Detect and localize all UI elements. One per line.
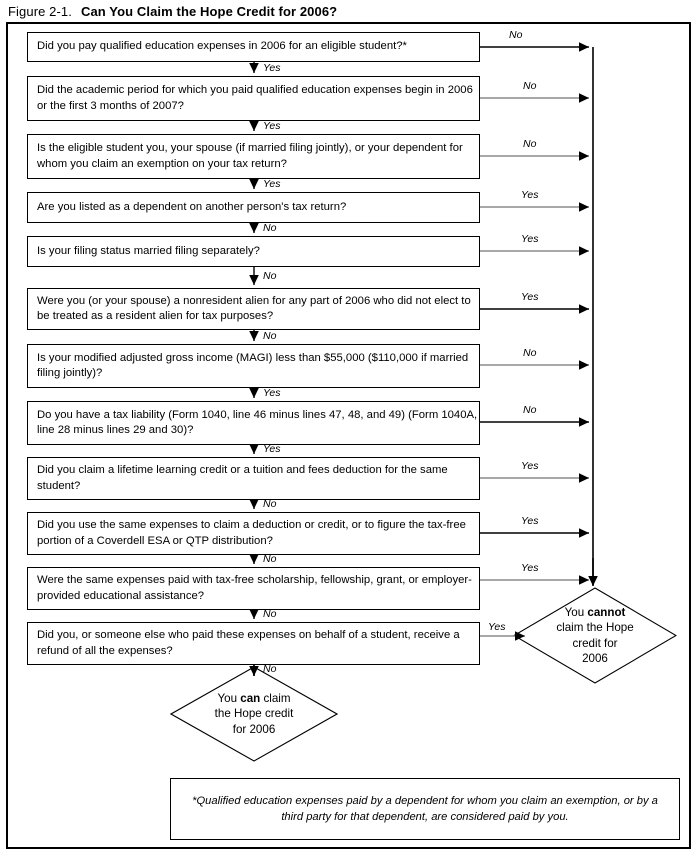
branch-label-q11-right: Yes <box>521 562 539 574</box>
outcome-cannot-diamond-shape <box>512 587 678 684</box>
decision-box-q2: Did the academic period for which you pa… <box>27 76 480 121</box>
branch-label-q1-right: No <box>509 29 523 41</box>
decision-box-q5: Is your filing status married filing sep… <box>27 236 480 267</box>
decision-box-q11: Were the same expenses paid with tax-fre… <box>27 567 480 610</box>
decision-box-q5-text: Is your filing status married filing sep… <box>37 244 260 257</box>
decision-box-q10-text: Did you use the same expenses to claim a… <box>37 519 466 547</box>
branch-label-q5-right: Yes <box>521 233 539 245</box>
branch-label-q3-right: No <box>523 138 537 150</box>
branch-label-q8-right: No <box>523 404 537 416</box>
branch-label-q10-right: Yes <box>521 515 539 527</box>
decision-box-q7: Is your modified adjusted gross income (… <box>27 344 480 388</box>
branch-label-q6-down: No <box>263 330 277 342</box>
branch-label-q9-down: No <box>263 498 277 510</box>
decision-box-q12-text: Did you, or someone else who paid these … <box>37 629 460 657</box>
branch-label-q4-right: Yes <box>521 189 539 201</box>
figure-number-label: Figure 2-1. <box>8 4 72 19</box>
footnote-text: *Qualified education expenses paid by a … <box>192 795 658 823</box>
branch-label-q1-down: Yes <box>263 62 281 74</box>
decision-box-q2-text: Did the academic period for which you pa… <box>37 84 473 112</box>
branch-label-q9-right: Yes <box>521 460 539 472</box>
branch-label-q7-down: Yes <box>263 387 281 399</box>
outcome-can-line1: You can claim <box>217 691 291 705</box>
outcome-cannot-diamond: You cannot claim the Hope credit for 200… <box>512 587 678 684</box>
branch-label-q5-down: No <box>263 270 277 282</box>
branch-label-q7-right: No <box>523 347 537 359</box>
decision-box-q4-text: Are you listed as a dependent on another… <box>37 200 347 213</box>
branch-label-q12-down: No <box>263 663 277 675</box>
outcome-cannot-line4: 2006 <box>582 652 608 665</box>
outcome-can-diamond-shape <box>169 666 339 762</box>
outcome-can-line3: for 2006 <box>232 722 276 736</box>
branch-label-q8-down: Yes <box>263 443 281 455</box>
page-title: Can You Claim the Hope Credit for 2006? <box>80 4 338 19</box>
decision-box-q12: Did you, or someone else who paid these … <box>27 622 480 665</box>
branch-label-q6-right: Yes <box>521 291 539 303</box>
decision-box-q4: Are you listed as a dependent on another… <box>27 192 480 223</box>
decision-box-q8-text: Do you have a tax liability (Form 1040, … <box>37 408 478 437</box>
decision-box-q9: Did you claim a lifetime learning credit… <box>27 457 480 500</box>
decision-box-q6: Were you (or your spouse) a nonresident … <box>27 288 480 330</box>
decision-box-q8: Do you have a tax liability (Form 1040, … <box>27 401 480 445</box>
decision-box-q3-text: Is the eligible student you, your spouse… <box>37 142 463 170</box>
outcome-cannot-line3: credit for <box>572 636 618 650</box>
branch-label-q12-right: Yes <box>488 621 506 633</box>
outcome-can-line2: the Hope credit <box>214 707 294 721</box>
branch-label-q2-down: Yes <box>263 120 281 132</box>
branch-label-q2-right: No <box>523 80 537 92</box>
decision-box-q3: Is the eligible student you, your spouse… <box>27 134 480 179</box>
footnote-box: *Qualified education expenses paid by a … <box>170 778 680 840</box>
outcome-cannot-line1: You cannot <box>564 605 626 619</box>
decision-box-q1: Did you pay qualified education expenses… <box>27 32 480 62</box>
decision-box-q6-text: Were you (or your spouse) a nonresident … <box>37 294 471 323</box>
figure-title-bar: Figure 2-1. Can You Claim the Hope Credit… <box>8 3 668 21</box>
branch-label-q10-down: No <box>263 553 277 565</box>
outcome-can-text: You can claim the Hope credit for 2006 <box>170 666 338 762</box>
outcome-can-diamond: You can claim the Hope credit for 2006 <box>169 666 339 762</box>
decision-box-q1-text: Did you pay qualified education expenses… <box>37 40 407 53</box>
decision-box-q10: Did you use the same expenses to claim a… <box>27 512 480 555</box>
outcome-cannot-line2: claim the Hope <box>556 621 634 634</box>
branch-label-q3-down: Yes <box>263 178 281 190</box>
decision-box-q11-text: Were the same expenses paid with tax-fre… <box>37 574 472 602</box>
outcome-cannot-text: You cannot claim the Hope credit for 200… <box>513 587 677 684</box>
decision-box-q9-text: Did you claim a lifetime learning credit… <box>37 464 448 492</box>
branch-label-q11-down: No <box>263 608 277 620</box>
decision-box-q7-text: Is your modified adjusted gross income (… <box>37 351 469 380</box>
branch-label-q4-down: No <box>263 222 277 234</box>
